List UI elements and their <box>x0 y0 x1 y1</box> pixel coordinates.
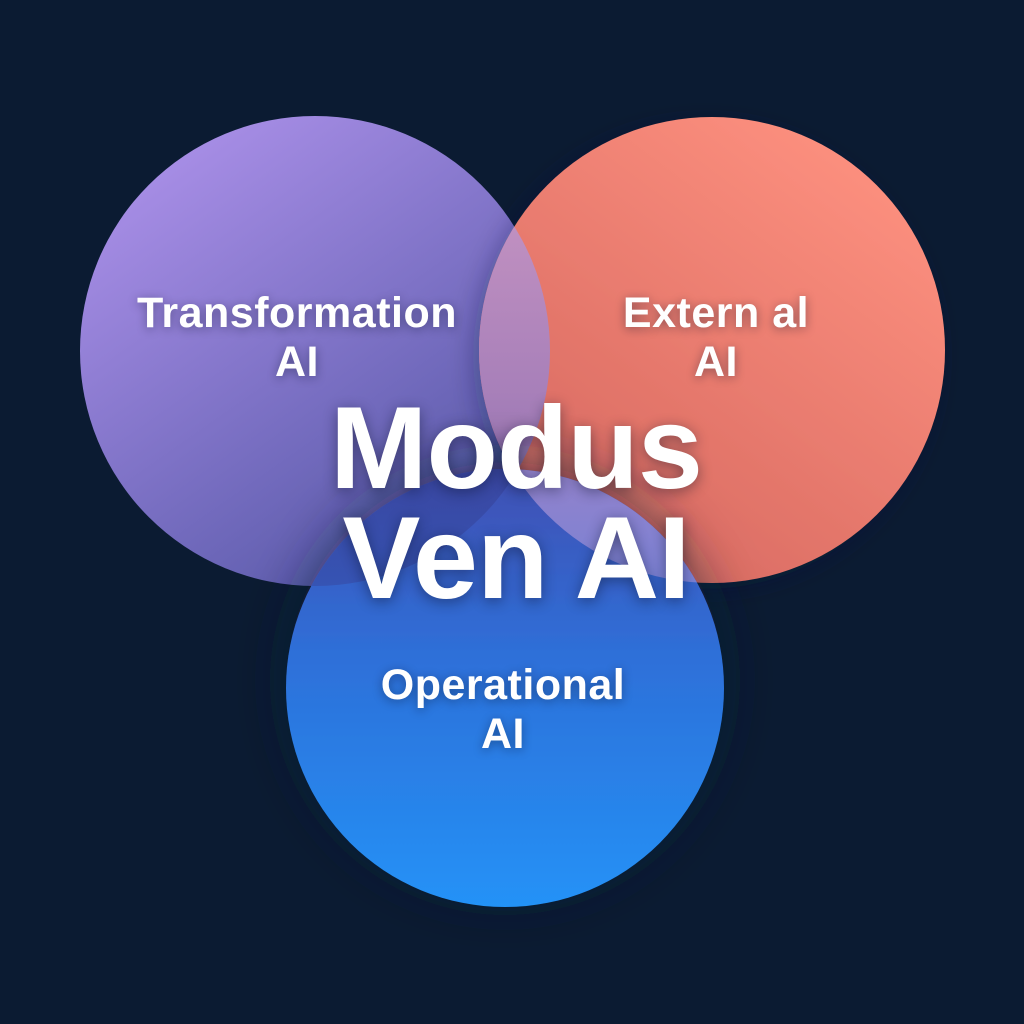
external-label-line2: AI <box>693 338 738 386</box>
transformation-label-line1: Transformation <box>137 289 457 337</box>
operational-label-line2: AI <box>481 710 525 758</box>
diagram-title-line2: Ven AI <box>342 492 690 623</box>
transformation-circle-label: Transformation AI <box>137 289 457 387</box>
diagram-title: Modus Ven AI <box>330 382 703 623</box>
operational-label-line1: Operational <box>380 661 626 709</box>
external-label-line1: Extern al <box>622 289 810 337</box>
diagram-title-line1: Modus <box>330 382 703 513</box>
operational-circle-label: Operational AI <box>381 661 625 759</box>
operational-circle <box>286 469 724 907</box>
external-circle <box>479 117 945 583</box>
transformation-label-line2: AI <box>275 338 319 386</box>
transformation-circle <box>80 116 550 586</box>
external-circle-label: Extern al AI <box>623 289 809 387</box>
